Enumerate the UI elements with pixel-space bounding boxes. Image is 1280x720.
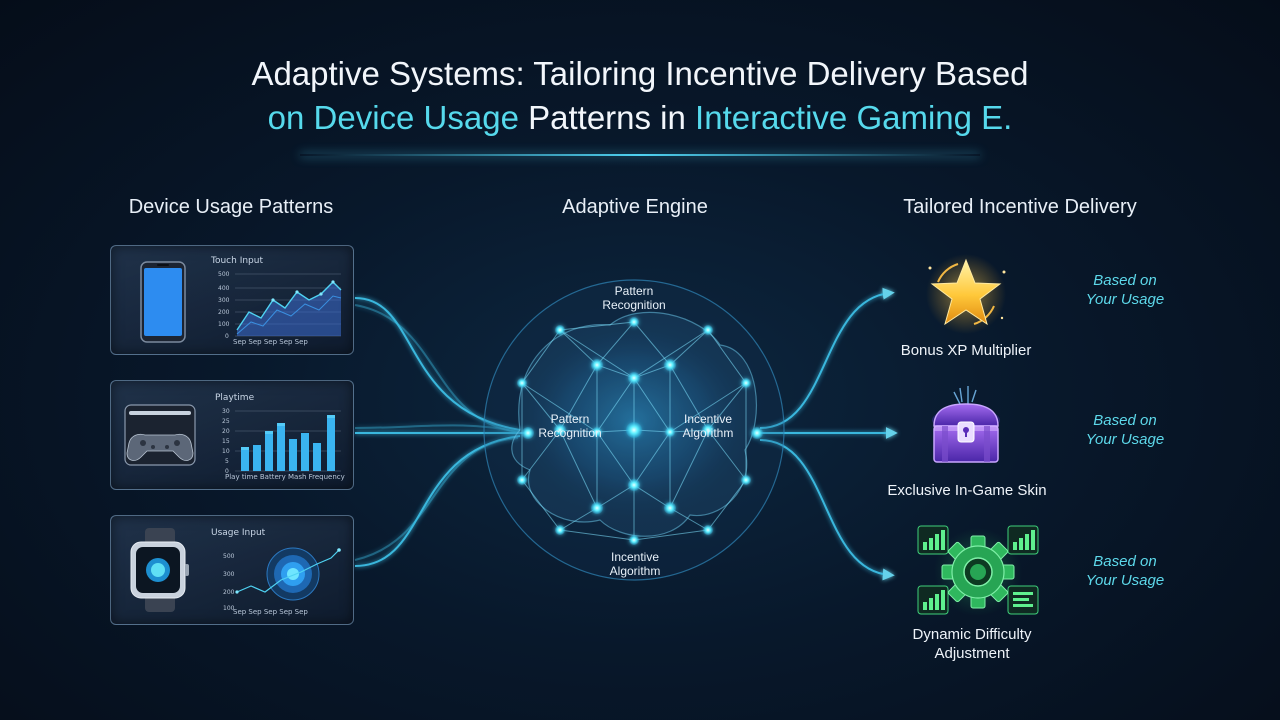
svg-text:300: 300 <box>218 297 230 304</box>
engine-label-left: Pattern Recognition <box>538 412 602 440</box>
incentive-bonus-xp: Bonus XP Multiplier <box>900 342 1032 359</box>
playtime-bar-chart: 30 25 20 15 10 5 0 <box>222 408 341 475</box>
heading-device-usage-patterns: Device Usage Patterns <box>128 196 334 218</box>
device-label-touch: Touch Input <box>211 256 263 266</box>
device-axis-usage: Sep Sep Sep Sep Sep <box>233 608 308 616</box>
device-axis-playtime: Play time Battery Mash Frequency <box>225 473 345 481</box>
svg-text:500: 500 <box>218 271 230 278</box>
svg-text:25: 25 <box>222 418 230 425</box>
page-title: Adaptive Systems: Tailoring Incentive De… <box>0 52 1280 140</box>
device-card-touch: 500 400 300 200 100 0 Touch Input Sep Se… <box>110 245 354 355</box>
device-card-console: 30 25 20 15 10 5 0 Playtime Play time Ba… <box>110 380 354 490</box>
star-icon <box>918 252 1014 336</box>
svg-text:100: 100 <box>218 321 230 328</box>
title-highlight-device-usage: on Device Usage <box>267 99 519 136</box>
input-flow-lines <box>354 297 525 567</box>
network-edges <box>521 321 747 541</box>
svg-text:20: 20 <box>222 428 230 435</box>
svg-text:5: 5 <box>225 458 229 465</box>
usage-input-radial-chart: 500 300 200 100 <box>223 547 341 612</box>
title-line-2-mid: Patterns in <box>518 99 696 136</box>
svg-text:100: 100 <box>223 605 235 612</box>
engine-label-bottom: Incentive Algorithm <box>609 550 661 578</box>
title-divider <box>300 154 980 156</box>
engine-label-top: Pattern Recognition <box>602 284 666 312</box>
touch-input-line-chart: 500 400 300 200 100 0 <box>218 271 342 340</box>
gear-icon <box>914 522 1042 620</box>
smartwatch-icon <box>130 528 189 612</box>
incentive-exclusive-skin: Exclusive In-Game Skin <box>887 482 1047 499</box>
svg-text:15: 15 <box>222 438 230 445</box>
network-nodes <box>517 317 763 545</box>
svg-text:500: 500 <box>223 553 235 560</box>
heading-adaptive-engine: Adaptive Engine <box>562 196 708 218</box>
svg-text:200: 200 <box>223 589 235 596</box>
svg-text:0: 0 <box>225 333 229 340</box>
device-label-playtime: Playtime <box>215 393 255 403</box>
svg-text:0: 0 <box>225 468 229 475</box>
treasure-chest-icon <box>924 386 1008 474</box>
device-card-watch: 500 300 200 100 Usage Input Sep Sep Sep … <box>110 515 354 625</box>
title-highlight-interactive-gaming: Interactive Gaming E. <box>695 99 1013 136</box>
flow-line-xp <box>759 287 895 429</box>
svg-text:400: 400 <box>218 285 230 292</box>
heading-tailored-incentive-delivery: Tailored Incentive Delivery <box>903 196 1137 218</box>
svg-text:30: 30 <box>222 408 230 415</box>
title-line-1: Adaptive Systems: Tailoring Incentive De… <box>251 55 1029 92</box>
game-console-icon <box>124 404 196 466</box>
svg-text:10: 10 <box>222 448 230 455</box>
device-axis-touch: Sep Sep Sep Sep Sep <box>233 338 308 346</box>
engine-label-right: Incentive Algorithm <box>682 412 734 440</box>
svg-text:200: 200 <box>218 309 230 316</box>
smartphone-icon <box>140 261 186 343</box>
device-label-usage: Usage Input <box>211 528 266 538</box>
svg-text:300: 300 <box>223 571 235 578</box>
